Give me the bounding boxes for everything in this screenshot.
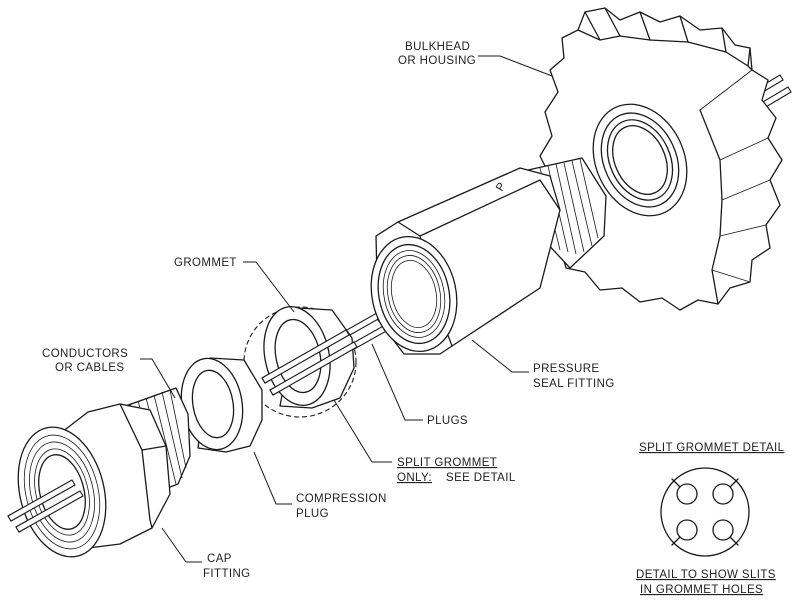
label-pressure-2: SEAL FITTING <box>533 378 615 390</box>
label-conductors-2: OR CABLES <box>55 362 124 374</box>
grommet-hole-bottom-left <box>671 519 698 546</box>
label-conductors-1: CONDUCTORS <box>42 348 128 360</box>
label-bulkhead-1: BULKHEAD <box>405 41 470 53</box>
label-cap-1: CAP <box>207 553 232 565</box>
detail-caption-1: DETAIL TO SHOW SLITS <box>636 569 776 581</box>
cap-fitting <box>7 387 191 558</box>
compression-plug <box>180 357 263 453</box>
label-compression-2: PLUG <box>296 508 329 520</box>
label-compression-1: COMPRESSION <box>296 493 387 505</box>
label-plugs: PLUGS <box>427 415 468 427</box>
detail-title: SPLIT GROMMET DETAIL <box>639 442 785 454</box>
leader-lines <box>140 55 553 563</box>
grommet <box>243 305 358 418</box>
label-split-only: ONLY: <box>397 472 432 484</box>
label-cap-2: FITTING <box>203 568 251 580</box>
labels: BULKHEAD OR HOUSING GROMMET CONDUCTORS O… <box>42 41 615 580</box>
label-grommet: GROMMET <box>174 257 237 269</box>
pressure-seal-fitting: P <box>370 157 607 355</box>
label-bulkhead-2: OR HOUSING <box>398 55 476 67</box>
label-see-detail: SEE DETAIL <box>446 472 516 484</box>
grommet-hole-bottom-right <box>712 519 739 546</box>
detail-caption-2: IN GROMMET HOLES <box>640 584 763 596</box>
grommet-hole-top-right <box>712 478 739 505</box>
split-grommet-detail: SPLIT GROMMET DETAIL DETAIL TO SHOW SLIT… <box>636 442 785 596</box>
grommet-hole-top-left <box>671 478 698 505</box>
label-split-grommet: SPLIT GROMMET <box>397 457 497 469</box>
label-pressure-1: PRESSURE <box>533 363 599 375</box>
